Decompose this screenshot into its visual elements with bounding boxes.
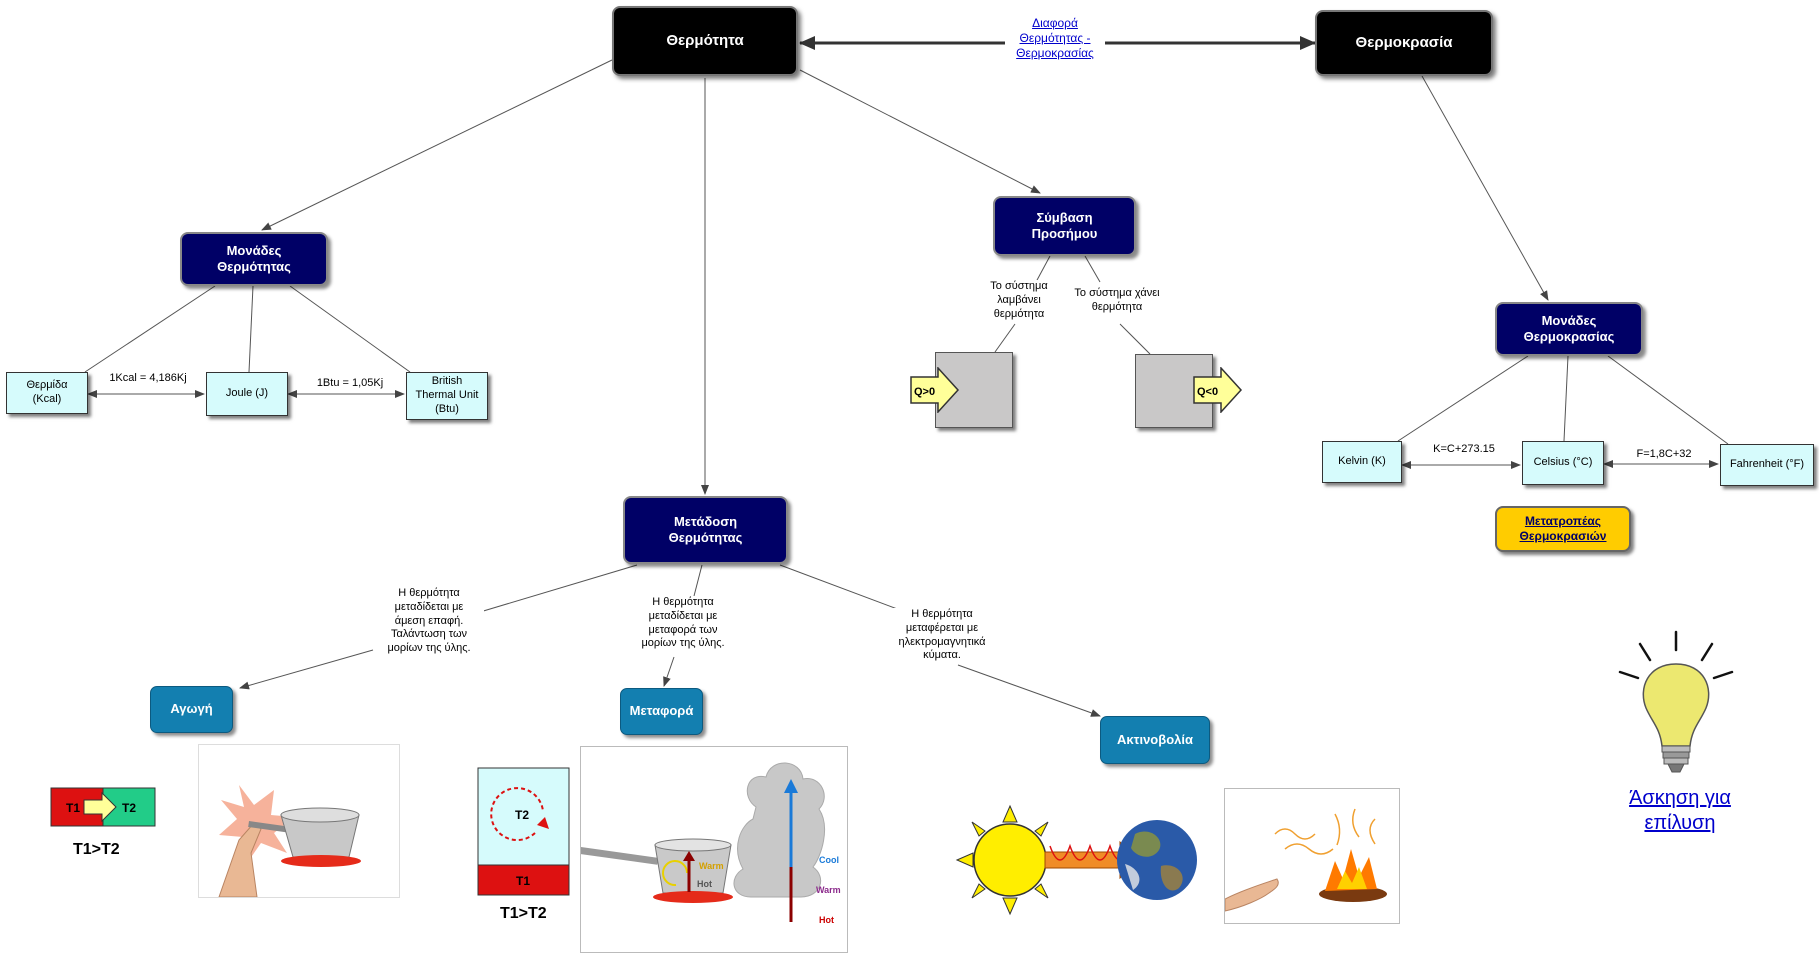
svg-text:Warm: Warm (699, 861, 724, 871)
askisi-link[interactable]: Άσκηση για επίλυση (1600, 786, 1760, 836)
svg-text:Warm: Warm (816, 885, 841, 895)
node-btu[interactable]: British Thermal Unit (Btu) (406, 372, 488, 420)
node-metafora[interactable]: Μεταφορά (620, 688, 703, 735)
node-monades-thermotitas[interactable]: Μονάδες Θερμότητας (180, 232, 328, 286)
node-symvasi-prosimou[interactable]: Σύμβαση Προσήμου (993, 196, 1136, 256)
label-lamvanei: Το σύστημα λαμβάνει θερμότητα (980, 280, 1058, 322)
light-bulb-icon (1618, 630, 1734, 773)
svg-text:Hot: Hot (697, 879, 712, 889)
svg-text:T1: T1 (516, 874, 530, 888)
label-kelvin-celsius: K=C+273.15 (1422, 443, 1506, 457)
conduction-picture (198, 744, 400, 898)
node-thermida[interactable]: Θερμίδα (Kcal) (6, 372, 88, 414)
metafora-t1-gt-t2: T1>T2 (500, 905, 547, 922)
sun-icon (955, 804, 1065, 916)
t1-t2-convection-icon: T2 T1 (477, 767, 570, 896)
node-fahrenheit[interactable]: Fahrenheit (°F) (1720, 444, 1814, 486)
q-positive-arrow-icon: Q>0 (910, 367, 960, 413)
svg-text:Hot: Hot (819, 915, 834, 925)
diafora-link[interactable]: Διαφορά Θερμότητας - Θερμοκρασίας (1005, 16, 1105, 61)
node-aktinovolia[interactable]: Ακτινοβολία (1100, 716, 1210, 764)
convection-picture: Warm Hot Cool Warm Hot (580, 746, 848, 953)
node-monades-thermokrasias[interactable]: Μονάδες Θερμοκρασίας (1495, 302, 1643, 356)
radiation-picture (1224, 788, 1400, 924)
earth-icon (1117, 820, 1197, 900)
node-agogi[interactable]: Αγωγή (150, 686, 233, 733)
agogi-t1-gt-t2: T1>T2 (73, 841, 120, 858)
metatropeas-link[interactable]: Μετατροπέας Θερμοκρασιών (1495, 506, 1631, 552)
svg-text:T1: T1 (66, 801, 80, 815)
svg-text:T2: T2 (515, 808, 529, 822)
label-agogi-desc: Η θερμότητα μεταδίδεται με άμεση επαφή. … (374, 587, 484, 656)
label-fahrenheit-celsius: F=1,8C+32 (1626, 448, 1702, 462)
node-celsius[interactable]: Celsius (°C) (1522, 441, 1604, 485)
svg-text:Cool: Cool (819, 855, 839, 865)
node-kelvin[interactable]: Kelvin (K) (1322, 441, 1402, 483)
label-metafora-desc: Η θερμότητα μεταδίδεται με μεταφορά των … (628, 596, 738, 651)
node-metadosi-thermotitas[interactable]: Μετάδοση Θερμότητας (623, 496, 788, 564)
node-thermokrasia[interactable]: Θερμοκρασία (1315, 10, 1493, 76)
q-negative-arrow-icon: Q<0 (1193, 367, 1243, 413)
q-negative-box (1135, 354, 1213, 428)
t1-t2-conduction-icon: T1 T2 (50, 787, 156, 827)
convection-pot-cloud-icon: Warm Hot Cool Warm Hot (581, 762, 841, 925)
q-positive-label: Q>0 (914, 386, 935, 398)
node-joule[interactable]: Joule (J) (206, 372, 288, 416)
label-aktinovolia-desc: Η θερμότητα μεταφέρεται με ηλεκτρομαγνητ… (882, 608, 1002, 663)
hand-fire-icon (1225, 808, 1387, 912)
label-kcal-joule: 1Kcal = 4,186Kj (100, 372, 196, 386)
label-xanei: Το σύστημα χάνει θερμότητα (1065, 287, 1169, 315)
node-thermotita[interactable]: Θερμότητα (612, 6, 798, 76)
q-negative-label: Q<0 (1197, 386, 1218, 398)
sun-earth-radiation-icon (955, 804, 1197, 916)
svg-text:T2: T2 (122, 801, 136, 815)
hand-pot-icon (218, 785, 361, 897)
label-btu-joule: 1Btu = 1,05Kj (305, 377, 395, 391)
